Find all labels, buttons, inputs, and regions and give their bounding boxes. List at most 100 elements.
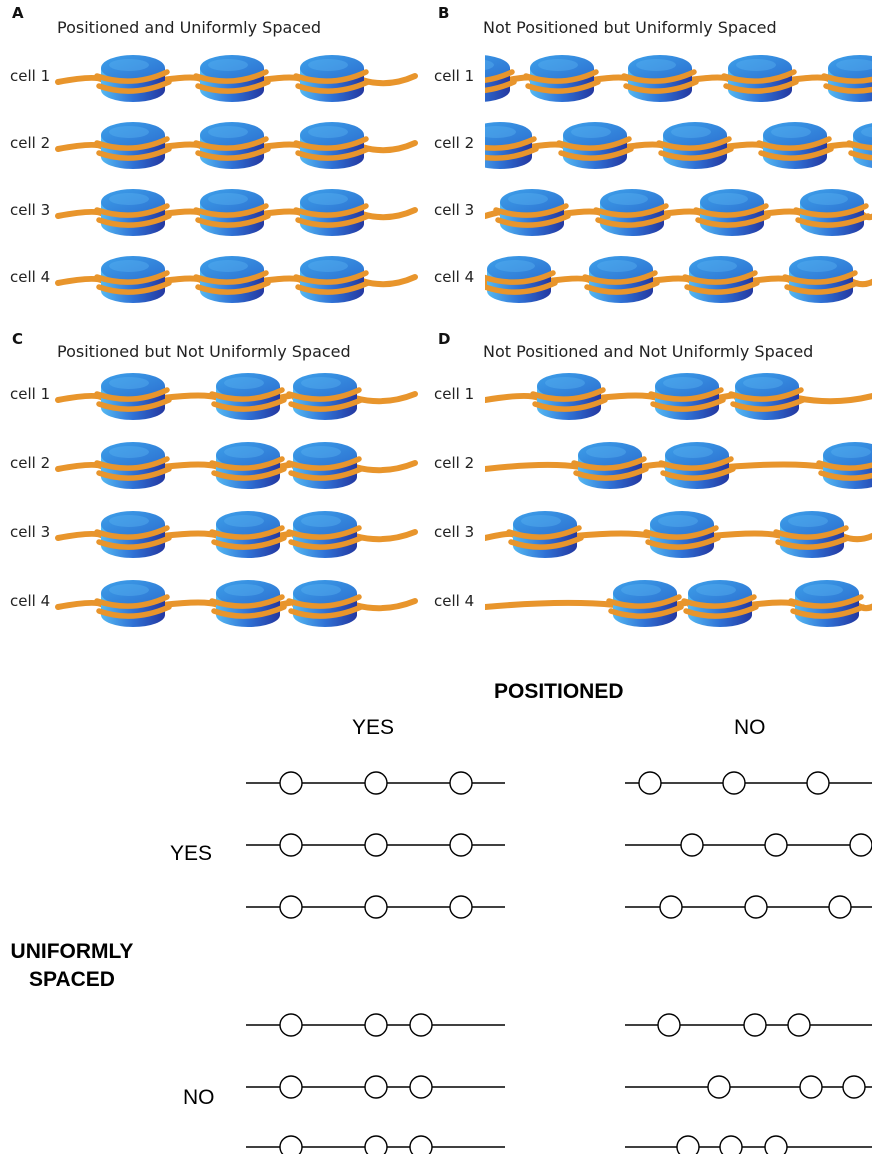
- nucleosome-circle: [364, 895, 388, 919]
- nucleosome: [286, 373, 364, 420]
- nucleosome: [209, 442, 287, 489]
- nucleosome: [682, 256, 760, 303]
- nucleosome-circle: [409, 1075, 433, 1099]
- panel-b-cell-2-label: cell 2: [434, 134, 475, 152]
- nucleosome-rows-left: [55, 55, 418, 627]
- nucleosome-circle: [279, 1075, 303, 1099]
- panel-c-cell-4-label: cell 4: [10, 592, 51, 610]
- nucleosome-circle: [764, 1135, 788, 1154]
- nucleosome: [506, 511, 584, 558]
- nucleosome-circle: [279, 771, 303, 795]
- dna-strand: [55, 391, 418, 405]
- panel-d-row-2: [485, 442, 872, 489]
- panel-c-row-1: [55, 373, 418, 420]
- nucleosome-circle: [279, 833, 303, 857]
- nucleosome-circle: [707, 1075, 731, 1099]
- panel-b-cell-3-label: cell 3: [434, 201, 475, 219]
- schematic-row-6: [246, 1135, 505, 1154]
- nucleosome-circle: [676, 1135, 700, 1154]
- schematic-row-3: [246, 895, 505, 919]
- nucleosome: [94, 511, 172, 558]
- schematic-row-2: [246, 833, 505, 857]
- nucleosome: [782, 256, 860, 303]
- nucleosome-circle: [279, 895, 303, 919]
- schematic-row-5: [246, 1075, 505, 1099]
- panel-a-row-3: [55, 189, 418, 236]
- nucleosome-circle: [409, 1013, 433, 1037]
- panel-c-row-2: [55, 442, 418, 489]
- nucleosome-rows-right: [485, 55, 872, 627]
- positioned-header: POSITIONED: [494, 680, 624, 703]
- dna-strand: [485, 392, 872, 405]
- panel-a-cell-4-label: cell 4: [10, 268, 51, 286]
- schematic-lines: [246, 771, 872, 1154]
- nucleosome: [693, 189, 771, 236]
- panel-a-cell-3-label: cell 3: [10, 201, 51, 219]
- nucleosome: [193, 256, 271, 303]
- nucleosome-circle: [764, 833, 788, 857]
- schematic-row-7: [625, 771, 872, 795]
- nucleosome-circle: [744, 895, 768, 919]
- dna-strand: [55, 274, 418, 288]
- nucleosome: [193, 122, 271, 169]
- nucleosome: [728, 373, 806, 420]
- dna-strand: [55, 460, 418, 474]
- panel-d-cell-4-label: cell 4: [434, 592, 475, 610]
- panel-d-row-1: [485, 373, 872, 420]
- nucleosome: [846, 123, 872, 168]
- nucleosome: [485, 256, 558, 303]
- nucleosome: [94, 55, 172, 102]
- nucleosome-circle: [842, 1075, 866, 1099]
- nucleosome-circle: [849, 833, 872, 857]
- panel-b-cell-1-label: cell 1: [434, 67, 475, 85]
- schematic-row-9: [625, 895, 872, 919]
- panel-a-title: Positioned and Uniformly Spaced: [57, 18, 322, 37]
- nucleosome-circle: [680, 833, 704, 857]
- panel-b-title: Not Positioned but Uniformly Spaced: [483, 18, 777, 37]
- panel-c-row-3: [55, 511, 418, 558]
- nucleosome: [94, 189, 172, 236]
- nucleosome: [793, 189, 871, 236]
- nucleosome-circle: [364, 833, 388, 857]
- nucleosome: [556, 122, 634, 169]
- panel-a-cell-2-label: cell 2: [10, 134, 51, 152]
- nucleosome: [293, 122, 371, 169]
- nucleosome: [286, 580, 364, 627]
- nucleosome: [643, 511, 721, 558]
- nucleosome-circle: [364, 1013, 388, 1037]
- nucleosome-circle: [364, 1075, 388, 1099]
- nucleosome: [193, 55, 271, 102]
- nucleosome: [286, 511, 364, 558]
- dna-strand: [55, 140, 418, 154]
- nucleosome: [94, 373, 172, 420]
- nucleosome-circle: [722, 771, 746, 795]
- nucleosome: [681, 580, 759, 627]
- nucleosome-circle: [799, 1075, 823, 1099]
- panel-d-letter: D: [438, 330, 451, 348]
- schematic-row-12: [625, 1135, 872, 1154]
- nucleosome: [656, 122, 734, 169]
- nucleosome: [571, 442, 649, 489]
- panel-c-letter: C: [12, 330, 24, 348]
- schematic-row-8: [625, 833, 872, 857]
- panel-a-row-2: [55, 122, 418, 169]
- nucleosome-circle: [787, 1013, 811, 1037]
- panel-c-cell-1-label: cell 1: [10, 385, 51, 403]
- panel-b-row-1: [485, 55, 872, 102]
- panel-c-cell-2-label: cell 2: [10, 454, 51, 472]
- nucleosome: [788, 580, 866, 627]
- panel-c-title: Positioned but Not Uniformly Spaced: [57, 342, 351, 361]
- nucleosome: [485, 122, 539, 169]
- panel-a-row-1: [55, 55, 418, 102]
- schematic-row-4: [246, 1013, 505, 1037]
- nucleosome: [648, 373, 726, 420]
- dna-strand: [55, 529, 418, 543]
- panel-b-cell-4-label: cell 4: [434, 268, 475, 286]
- panel-c-row-4: [55, 580, 418, 627]
- schematic-row-1: [246, 771, 505, 795]
- nucleosome: [293, 256, 371, 303]
- nucleosome: [209, 580, 287, 627]
- nucleosome-circle: [364, 771, 388, 795]
- nucleosome-circle: [449, 771, 473, 795]
